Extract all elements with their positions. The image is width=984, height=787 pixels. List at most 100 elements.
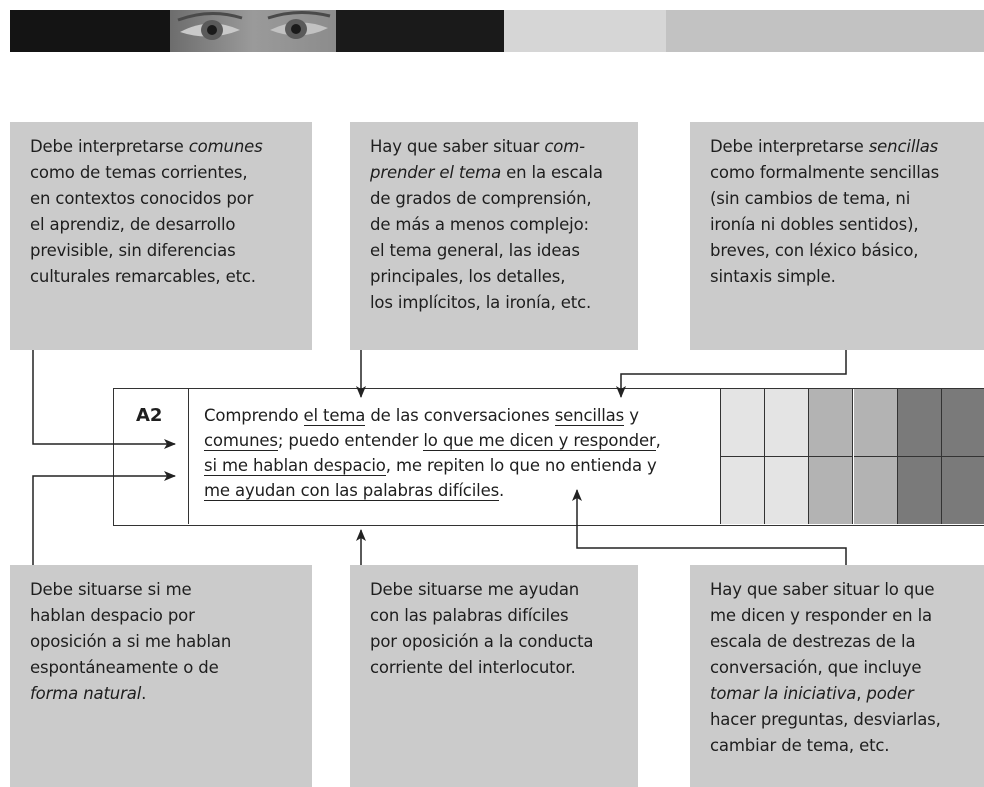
note-bottom-left-text: Debe situarse si me <box>30 580 192 599</box>
note-top-right-line-2: como formalmente sencillas <box>710 160 972 186</box>
note-bottom-middle-line-2: con las palabras difíciles <box>370 603 626 629</box>
note-bottom-middle-text: por oposición a la conducta <box>370 632 594 651</box>
note-top-middle-line-3: de grados de comprensión, <box>370 186 626 212</box>
descriptor-text: Comprendo <box>204 406 304 425</box>
note-bottom-left-italic-term: forma natural <box>30 684 142 703</box>
note-bottom-right-line-1: Hay que saber situar lo que <box>710 577 972 603</box>
note-bottom-left-line-4: espontáneamente o de <box>30 655 300 681</box>
descriptor-underlined-phrase: si me hablan despacio <box>204 456 386 476</box>
note-bottom-right-text: me dicen y responder en la <box>710 606 932 625</box>
scale-cell <box>853 389 898 457</box>
descriptor-underlined-phrase: me ayudan con las palabras difíciles <box>204 481 500 501</box>
note-bottom-left-line-5: forma natural. <box>30 681 300 707</box>
note-top-middle-line-4: de más a menos complejo: <box>370 212 626 238</box>
scale-cell <box>853 456 898 524</box>
note-top-right-line-3: (sin cambios de tema, ni <box>710 186 972 212</box>
note-top-middle-line-6: principales, los detalles, <box>370 264 626 290</box>
note-top-left-text: en contextos conocidos por <box>30 189 254 208</box>
banner-dark-segment <box>10 10 170 52</box>
note-top-right-text: breves, con léxico básico, <box>710 241 919 260</box>
note-top-right-text: Debe interpretarse <box>710 137 869 156</box>
note-top-left-line-4: el aprendiz, de desarrollo <box>30 212 300 238</box>
eyes-image <box>170 10 336 52</box>
note-bottom-right-text: cambiar de tema, etc. <box>710 736 890 755</box>
note-bottom-right-line-4: conversación, que incluye <box>710 655 972 681</box>
note-top-middle-text: los implícitos, la ironía, etc. <box>370 293 592 312</box>
note-top-right-line-5: breves, con léxico básico, <box>710 238 972 264</box>
note-top-left-line-3: en contextos conocidos por <box>30 186 300 212</box>
note-top-right-text: como formalmente sencillas <box>710 163 940 182</box>
descriptor-line-3: si me hablan despacio, me repiten lo que… <box>204 453 661 478</box>
scale-cell <box>941 456 984 524</box>
note-top-middle-line-5: el tema general, las ideas <box>370 238 626 264</box>
note-top-middle-text: de grados de comprensión, <box>370 189 592 208</box>
note-bottom-left-text: oposición a si me hablan <box>30 632 232 651</box>
note-bottom-left-line-3: oposición a si me hablan <box>30 629 300 655</box>
note-top-right-text: ironía ni dobles sentidos), <box>710 215 919 234</box>
descriptor-text: Comprendo el tema de las conversaciones … <box>204 403 661 503</box>
note-bottom-right-italic-term: poder <box>866 684 914 703</box>
note-top-middle-line-2: prender el tema en la escala <box>370 160 626 186</box>
banner-dark-segment-2 <box>336 10 504 52</box>
scale-cell <box>897 456 942 524</box>
note-top-left-italic-term: comunes <box>188 137 263 156</box>
note-top-right-italic-term: sencillas <box>868 137 939 156</box>
note-bottom-right-italic-term: tomar la iniciativa <box>710 684 857 703</box>
eyes-photo <box>170 10 336 52</box>
note-bottom-left-line-1: Debe situarse si me <box>30 577 300 603</box>
arrow-sencillas <box>616 350 847 398</box>
scale-cell <box>721 456 766 524</box>
scale-cell <box>809 456 854 524</box>
descriptor-text: de las conversaciones <box>365 406 555 425</box>
arrow-me-dicen <box>572 489 847 565</box>
descriptor-text: , me repiten lo que no entienda y <box>385 456 657 475</box>
arrow-comunes <box>32 350 176 449</box>
note-top-left-text: como de temas corrientes, <box>30 163 248 182</box>
note-top-right-text: (sin cambios de tema, ni <box>710 189 911 208</box>
scale-cell <box>765 456 810 524</box>
note-top-right-line-4: ironía ni dobles sentidos), <box>710 212 972 238</box>
note-bottom-right-line-3: escala de destrezas de la <box>710 629 972 655</box>
note-top-middle-text: principales, los detalles, <box>370 267 566 286</box>
descriptor-underlined-phrase: comunes <box>204 431 278 451</box>
note-top-middle-text: de más a menos complejo: <box>370 215 589 234</box>
note-bottom-right-text: Hay que saber situar lo que <box>710 580 935 599</box>
note-bottom-left-text: . <box>141 684 147 703</box>
note-top-right-line-1: Debe interpretarse sencillas <box>710 134 972 160</box>
descriptor-text: , <box>655 431 661 450</box>
scale-cell <box>941 389 984 457</box>
descriptor-table: A2 Comprendo el tema de las conversacion… <box>113 388 984 526</box>
note-bottom-middle-line-1: Debe situarse me ayudan <box>370 577 626 603</box>
banner-light-segment <box>504 10 666 52</box>
note-top-middle-text: en la escala <box>501 163 603 182</box>
note-bottom-right-line-6: hacer preguntas, desviarlas, <box>710 707 972 733</box>
note-bottom-left-line-2: hablan despacio por <box>30 603 300 629</box>
arrow-hablan-despacio <box>32 471 176 565</box>
scale-cell <box>721 389 766 457</box>
note-bottom-right-line-7: cambiar de tema, etc. <box>710 733 972 759</box>
note-top-left-text: previsible, sin diferencias <box>30 241 236 260</box>
note-bottom-middle-line-4: corriente del interlocutor. <box>370 655 626 681</box>
note-bottom-left-text: espontáneamente o de <box>30 658 219 677</box>
scale-cell <box>897 389 942 457</box>
note-bottom-middle-text: corriente del interlocutor. <box>370 658 576 677</box>
note-top-right-line-6: sintaxis simple. <box>710 264 972 290</box>
note-me-dicen-y-responder: Hay que saber situar lo que me dicen y re… <box>690 565 984 787</box>
note-top-left-line-5: previsible, sin diferencias <box>30 238 300 264</box>
note-top-left-line-1: Debe interpretarse comunes <box>30 134 300 160</box>
note-top-middle-italic-term: prender el tema <box>370 163 502 182</box>
descriptor-underlined-phrase: lo que me dicen y responder <box>423 431 656 451</box>
note-top-middle-line-1: Hay que saber situar com- <box>370 134 626 160</box>
note-bottom-right-text: , <box>856 684 867 703</box>
note-top-left-line-2: como de temas corrientes, <box>30 160 300 186</box>
note-comprender-el-tema: Hay que saber situar com-prender el tema… <box>350 122 638 350</box>
note-bottom-right-text: escala de destrezas de la <box>710 632 916 651</box>
note-bottom-middle-line-3: por oposición a la conducta <box>370 629 626 655</box>
scale-cell <box>809 389 854 457</box>
descriptor-text: ; puedo entender <box>277 431 424 450</box>
note-top-left-text: culturales remarcables, etc. <box>30 267 256 286</box>
descriptor-line-2: comunes; puedo entender lo que me dicen … <box>204 428 661 453</box>
descriptor-text: . <box>499 481 505 500</box>
